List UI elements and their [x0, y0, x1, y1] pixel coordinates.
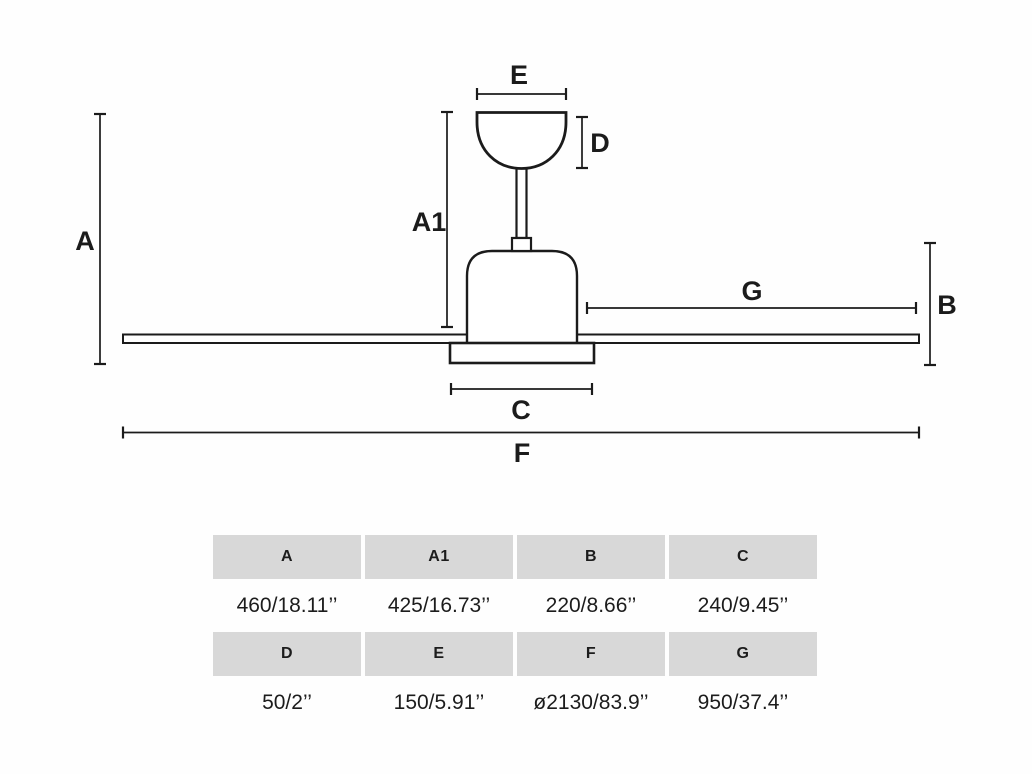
- header-cell-F: F: [517, 632, 665, 676]
- header-cell-C: C: [669, 535, 817, 579]
- header-cell-B: B: [517, 535, 665, 579]
- value-cell-B: 220/8.66’’: [545, 593, 637, 617]
- table-header-row-1: A A1 B C: [213, 535, 817, 579]
- table-value-row-2: 50/2’’ 150/5.91’’ ø2130/83.9’’ 950/37.4’…: [213, 676, 817, 729]
- downrod: [515, 165, 528, 240]
- downrod-coupler: [510, 236, 533, 253]
- dimension-A1: A1: [412, 110, 453, 329]
- dimension-A: A: [75, 112, 106, 366]
- label-A1: A1: [412, 207, 447, 237]
- value-cell-A1: 425/16.73’’: [387, 593, 491, 617]
- dimension-F: F: [121, 426, 921, 468]
- label-E: E: [510, 60, 528, 90]
- ceiling-canopy: [475, 111, 568, 170]
- label-A: A: [75, 226, 95, 256]
- fan-line-drawing: A A1 E D G: [75, 60, 957, 468]
- label-G: G: [741, 276, 762, 306]
- label-B: B: [937, 290, 957, 320]
- header-cell-A: A: [213, 535, 361, 579]
- value-cell-A: 460/18.11’’: [236, 593, 338, 617]
- dimension-C: C: [449, 383, 594, 425]
- dimension-D: D: [576, 115, 610, 170]
- motor-housing: [465, 249, 579, 346]
- label-D: D: [590, 128, 610, 158]
- value-cell-F: ø2130/83.9’’: [533, 690, 649, 714]
- value-cell-D: 50/2’’: [262, 690, 312, 714]
- header-cell-E: E: [365, 632, 513, 676]
- dimension-B: B: [924, 241, 957, 367]
- light-plate: [448, 341, 596, 365]
- dimension-table: A A1 B C 460/18.11’’ 425/16.73’’ 220/8.6…: [213, 535, 817, 729]
- value-cell-C: 240/9.45’’: [697, 593, 789, 617]
- fan-blade-left: [122, 333, 468, 344]
- dimension-E: E: [475, 60, 568, 100]
- table-header-row-2: D E F G: [213, 632, 817, 676]
- fan-blade-right: [576, 333, 920, 344]
- dimension-G: G: [585, 276, 918, 314]
- label-F: F: [514, 438, 531, 468]
- header-cell-D: D: [213, 632, 361, 676]
- table-value-row-1: 460/18.11’’ 425/16.73’’ 220/8.66’’ 240/9…: [213, 579, 817, 632]
- header-cell-A1: A1: [365, 535, 513, 579]
- value-cell-E: 150/5.91’’: [393, 690, 485, 714]
- header-cell-G: G: [669, 632, 817, 676]
- label-C: C: [511, 395, 531, 425]
- value-cell-G: 950/37.4’’: [697, 690, 789, 714]
